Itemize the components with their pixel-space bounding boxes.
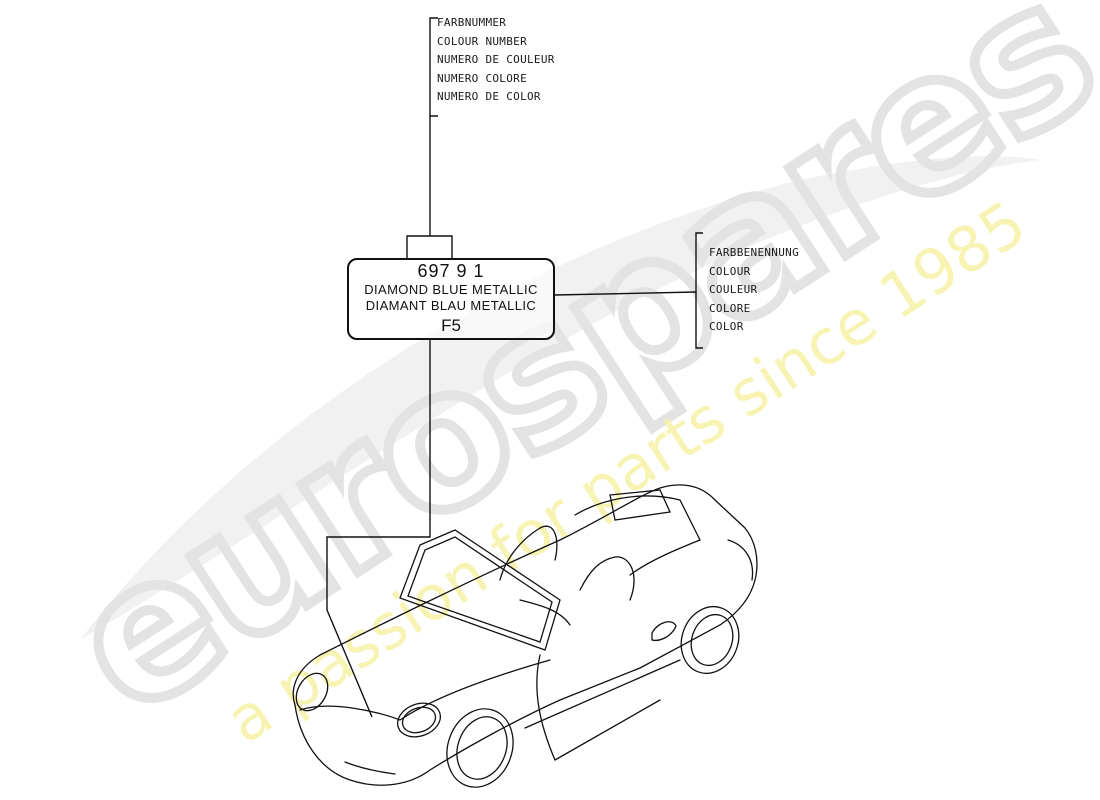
callout-line: NUMERO COLORE [437, 71, 527, 85]
callout-line: COLOUR NUMBER [437, 34, 527, 48]
callout-line: COLOR [709, 320, 744, 333]
paint-suffix: F5 [441, 316, 461, 335]
paint-code-label: 697 9 1 DIAMOND BLUE METALLIC DIAMANT BL… [347, 258, 555, 340]
callout-line: FARBBENENNUNG [709, 246, 799, 259]
paint-name-en: DIAMOND BLUE METALLIC [364, 282, 538, 297]
bracket-colour-name [695, 232, 703, 349]
callout-colour-number: FARBNUMMER COLOUR NUMBER NUMERO DE COULE… [437, 14, 555, 107]
paint-code-part2: 9 1 [456, 261, 485, 281]
callout-line: NUMERO DE COULEUR [437, 53, 555, 66]
paint-code: 697 9 1 [349, 260, 553, 282]
callout-line: COULEUR [709, 283, 758, 296]
callout-line: NUMERO DE COLOR [437, 90, 541, 103]
code-tab [406, 235, 453, 260]
callout-line: COLORE [709, 301, 751, 315]
callout-line: FARBNUMMER [437, 16, 507, 29]
paint-code-part1: 697 [417, 261, 451, 281]
car-illustration [292, 484, 758, 788]
paint-name-de: DIAMANT BLAU METALLIC [365, 298, 537, 313]
callout-line: COLOUR [709, 264, 751, 278]
callout-colour-name: FARBBENENNUNG COLOUR COULEUR COLORE COLO… [709, 244, 799, 337]
leader-to-car [326, 340, 431, 718]
bracket-colour-number [429, 17, 438, 117]
